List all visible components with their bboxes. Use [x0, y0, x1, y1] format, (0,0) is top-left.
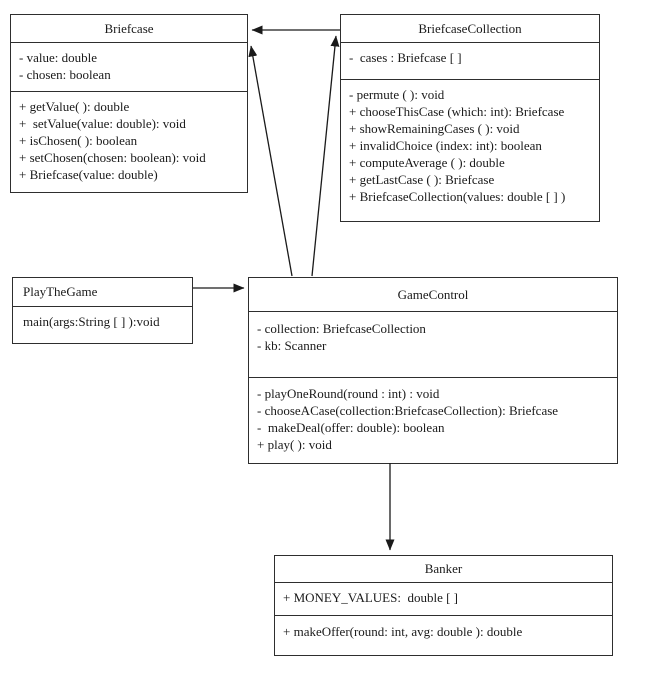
attribute-line: - chosen: boolean: [19, 67, 111, 82]
class-title-banker: Banker: [275, 556, 612, 583]
attribute-line: - collection: BriefcaseCollection: [257, 321, 426, 336]
method-line: + getLastCase ( ): Briefcase: [349, 172, 495, 187]
class-box-banker: Banker + MONEY_VALUES: double [ ] + make…: [274, 555, 613, 656]
method-line: - playOneRound(round : int) : void: [257, 386, 440, 401]
class-title-play-the-game: PlayTheGame: [13, 278, 192, 307]
methods-compartment-play-the-game: main(args:String [ ] ):void: [13, 307, 192, 343]
method-line: + setChosen(chosen: boolean): void: [19, 150, 206, 165]
method-line: + getValue( ): double: [19, 99, 130, 114]
method-line: + setValue(value: double): void: [19, 116, 186, 131]
method-line: + BriefcaseCollection(values: double [ ]…: [349, 189, 566, 204]
class-box-game-control: GameControl - collection: BriefcaseColle…: [248, 277, 618, 464]
methods-compartment-briefcase: + getValue( ): double + setValue(value: …: [11, 92, 247, 192]
class-box-briefcase-collection: BriefcaseCollection - cases : Briefcase …: [340, 14, 600, 222]
method-line: + invalidChoice (index: int): boolean: [349, 138, 542, 153]
method-line: - permute ( ): void: [349, 87, 445, 102]
method-line: + showRemainingCases ( ): void: [349, 121, 520, 136]
attributes-compartment-game-control: - collection: BriefcaseCollection - kb: …: [249, 312, 617, 378]
attributes-compartment-briefcase: - value: double - chosen: boolean: [11, 43, 247, 92]
method-line: + makeOffer(round: int, avg: double ): d…: [283, 624, 523, 639]
method-line: + chooseThisCase (which: int): Briefcase: [349, 104, 565, 119]
method-line: main(args:String [ ] ):void: [23, 314, 160, 329]
method-line: + Briefcase(value: double): [19, 167, 158, 182]
association-arrow-gamecontrol-to-briefcase: [248, 45, 293, 277]
method-line: - makeDeal(offer: double): boolean: [257, 420, 445, 435]
methods-compartment-banker: + makeOffer(round: int, avg: double ): d…: [275, 616, 612, 655]
method-line: - chooseACase(collection:BriefcaseCollec…: [257, 403, 559, 418]
attribute-line: - cases : Briefcase [ ]: [349, 50, 462, 65]
attribute-line: - kb: Scanner: [257, 338, 327, 353]
attributes-compartment-briefcase-collection: - cases : Briefcase [ ]: [341, 43, 599, 80]
class-box-briefcase: Briefcase - value: double - chosen: bool…: [10, 14, 248, 193]
attribute-line: - value: double: [19, 50, 97, 65]
method-line: + isChosen( ): boolean: [19, 133, 138, 148]
methods-compartment-briefcase-collection: - permute ( ): void + chooseThisCase (wh…: [341, 80, 599, 221]
methods-compartment-game-control: - playOneRound(round : int) : void - cho…: [249, 378, 617, 463]
attributes-compartment-banker: + MONEY_VALUES: double [ ]: [275, 583, 612, 616]
class-title-briefcase: Briefcase: [11, 15, 247, 43]
method-line: + computeAverage ( ): double: [349, 155, 505, 170]
class-title-game-control: GameControl: [249, 278, 617, 312]
class-title-briefcase-collection: BriefcaseCollection: [341, 15, 599, 43]
class-box-play-the-game: PlayTheGame main(args:String [ ] ):void: [12, 277, 193, 344]
attribute-line: + MONEY_VALUES: double [ ]: [283, 590, 458, 605]
method-line: + play( ): void: [257, 437, 332, 452]
association-arrow-gamecontrol-to-briefcasecollection: [311, 35, 340, 277]
